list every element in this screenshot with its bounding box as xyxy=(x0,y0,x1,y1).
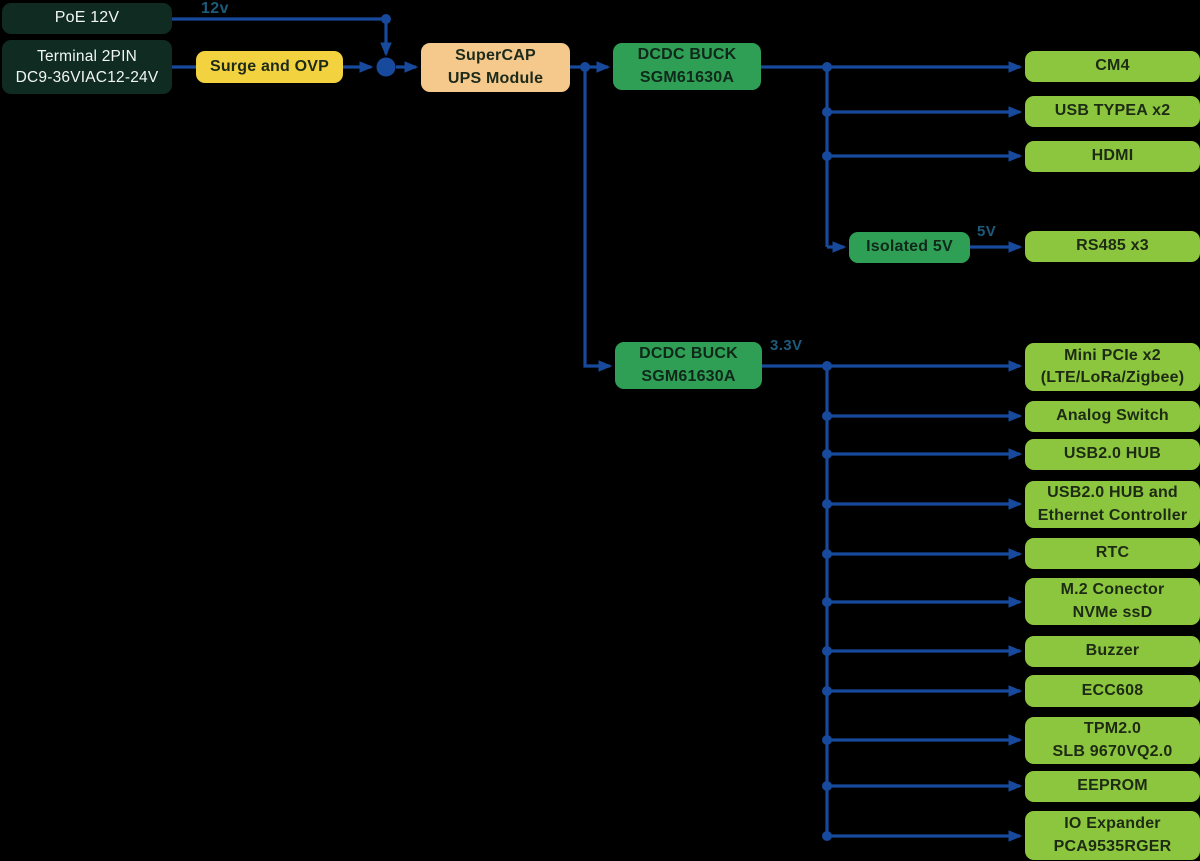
node-buzzer: Buzzer xyxy=(1025,636,1200,667)
node-poe-12v: PoE 12V xyxy=(2,3,172,34)
node-dcdc-buck-bottom: DCDC BUCK SGM61630A xyxy=(615,342,762,389)
node-surge-and-ovp: Surge and OVP xyxy=(196,51,343,83)
junction-dot xyxy=(822,549,832,559)
junction-dot xyxy=(822,781,832,791)
node-rtc: RTC xyxy=(1025,538,1200,569)
wire xyxy=(583,67,613,372)
node-dcdc-buck-top: DCDC BUCK SGM61630A xyxy=(613,43,761,90)
junction-dot xyxy=(822,831,832,841)
wire-label-5v: 5V xyxy=(977,223,997,240)
junction-dot xyxy=(822,735,832,745)
junction-dot xyxy=(822,597,832,607)
node-rs485-x3: RS485 x3 xyxy=(1025,231,1200,262)
junction-dot xyxy=(822,646,832,656)
node-usb2-hub: USB2.0 HUB xyxy=(1025,439,1200,470)
node-analog-switch: Analog Switch xyxy=(1025,401,1200,432)
junction-dot xyxy=(822,361,832,371)
junction-dot xyxy=(381,14,391,24)
wires-group xyxy=(172,17,1023,842)
wire-label-3v3: 3.3V xyxy=(770,337,803,354)
node-tpm20: TPM2.0 SLB 9670VQ2.0 xyxy=(1025,717,1200,764)
merge-node xyxy=(376,57,396,77)
junction-dot xyxy=(822,499,832,509)
node-eeprom: EEPROM xyxy=(1025,771,1200,802)
junction-dot xyxy=(822,62,832,72)
node-io-expander: IO Expander PCA9535RGER xyxy=(1025,811,1200,860)
node-supercap-ups-module: SuperCAP UPS Module xyxy=(421,43,570,92)
node-usb2-hub-eth: USB2.0 HUB and Ethernet Controller xyxy=(1025,481,1200,528)
wire-label-12v: 12v xyxy=(201,0,229,17)
node-ecc608: ECC608 xyxy=(1025,675,1200,707)
junction-dot xyxy=(822,151,832,161)
node-terminal-2pin: Terminal 2PIN DC9-36VIAC12-24V xyxy=(2,40,172,94)
node-hdmi: HDMI xyxy=(1025,141,1200,172)
node-cm4: CM4 xyxy=(1025,51,1200,82)
node-isolated-5v: Isolated 5V xyxy=(849,232,970,263)
node-mini-pcie-x2: Mini PCIe x2 (LTE/LoRa/Zigbee) xyxy=(1025,343,1200,391)
junction-dot xyxy=(822,449,832,459)
junction-dot xyxy=(822,107,832,117)
node-usb-typea-x2: USB TYPEA x2 xyxy=(1025,96,1200,127)
node-m2-nvme-ssd: M.2 Conector NVMe ssD xyxy=(1025,578,1200,625)
junction-dot xyxy=(580,62,590,72)
junction-dot xyxy=(822,411,832,421)
junction-dot xyxy=(822,686,832,696)
junction-dots-group xyxy=(376,14,832,841)
